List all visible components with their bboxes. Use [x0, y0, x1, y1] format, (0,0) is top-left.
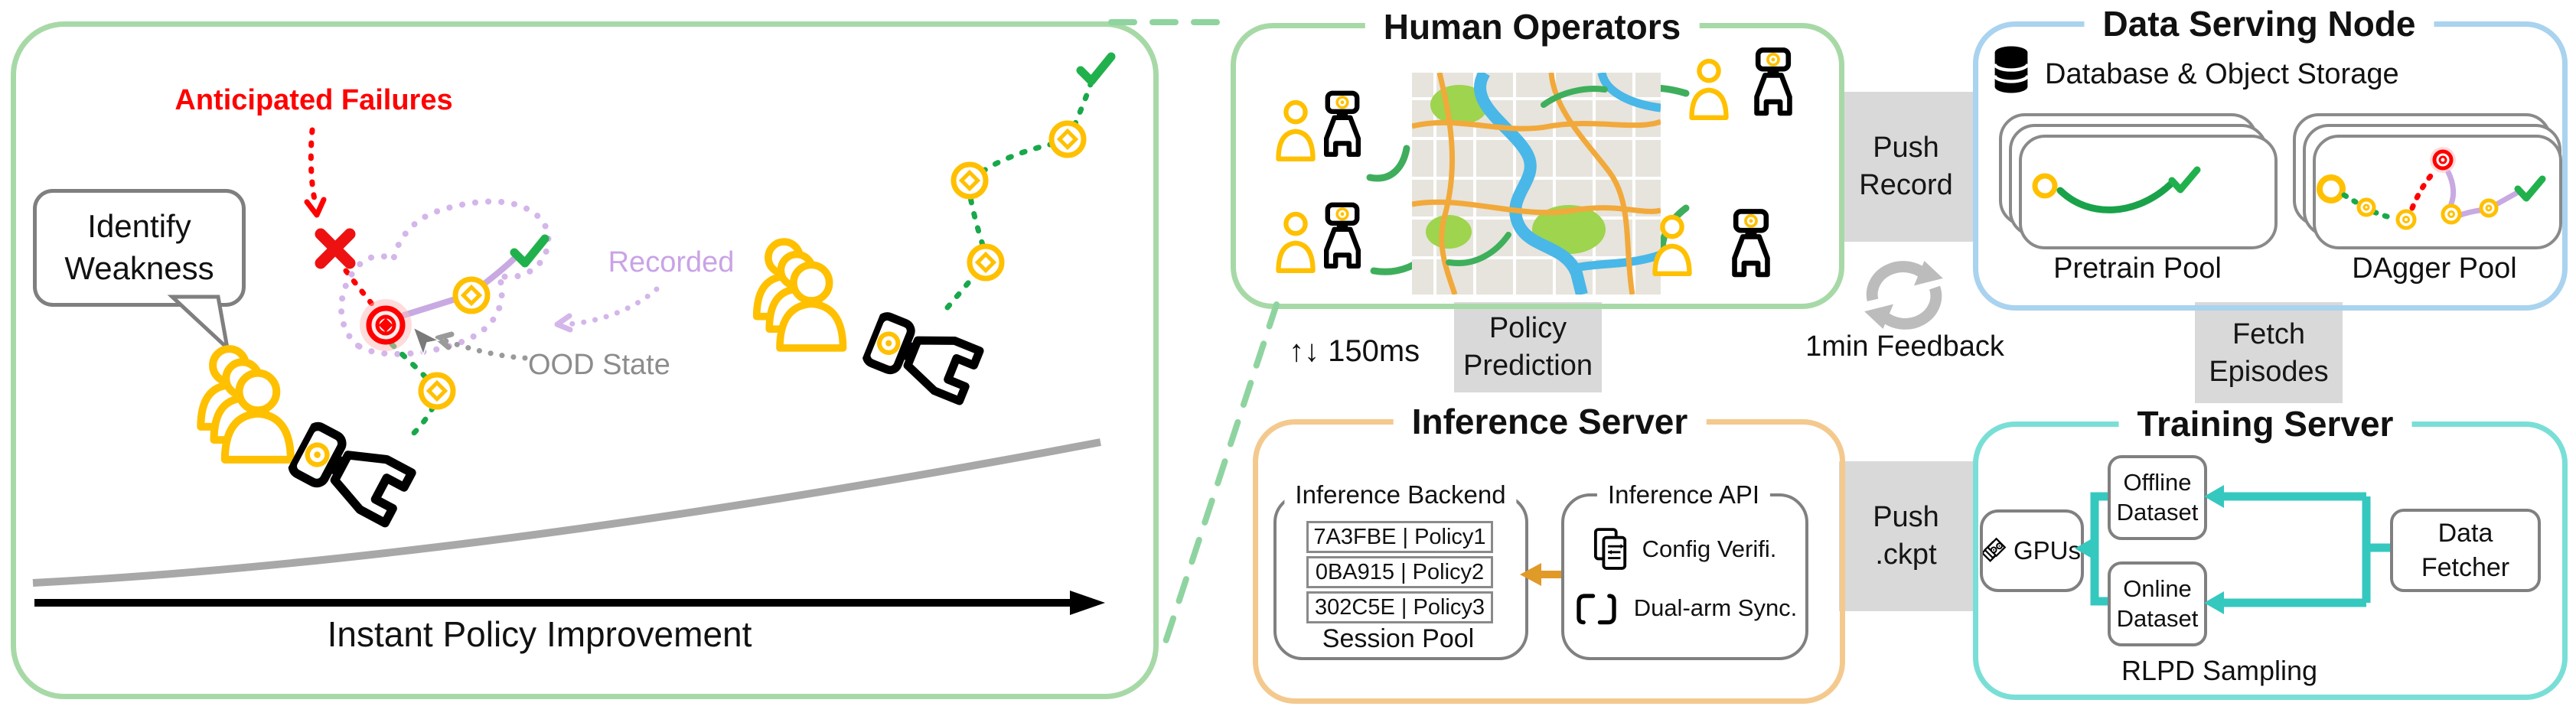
dual-arm-icon	[1577, 594, 1616, 625]
pretrain-pool-label: Pretrain Pool	[2053, 252, 2222, 285]
offline-line2: Dataset	[2116, 498, 2199, 526]
ood-state-label: OOD State	[528, 349, 670, 381]
operator-person-tr	[1689, 58, 1729, 120]
operator-robot-br	[1732, 209, 1770, 278]
online-dataset-box: Online Dataset	[2108, 561, 2207, 646]
feedback-loop-label: 1min Feedback	[1805, 330, 2004, 363]
config-verification-label: Config Verifi.	[1642, 535, 1777, 562]
robot-gripper-icon-left2	[862, 312, 984, 405]
latency-label: ↑↓ 150ms	[1289, 334, 1420, 369]
storage-label: Database & Object Storage	[2045, 58, 2399, 90]
session-pool-label: Session Pool	[1322, 624, 1475, 653]
session-chip-2: 0BA915 | Policy2	[1306, 556, 1493, 588]
operator-person-br	[1652, 214, 1692, 276]
fetcher-line2: Fetcher	[2421, 552, 2510, 582]
latency-arrows-icon: ↑↓	[1289, 334, 1319, 368]
gpu-icon	[1983, 537, 2007, 562]
gpus-label: GPUs	[2013, 536, 2081, 565]
push-ckpt-line2: .ckpt	[1875, 539, 1937, 571]
operator-person-tl	[1276, 99, 1316, 161]
operator-robot-tr	[1754, 47, 1792, 116]
data-fetcher-box: Data Fetcher	[2390, 509, 2541, 592]
fetch-episodes-connector: Fetch Episodes	[2195, 302, 2343, 405]
policy-prediction-line1: Policy	[1489, 311, 1567, 344]
push-ckpt-connector: Push .ckpt	[1839, 461, 1973, 611]
push-ckpt-line1: Push	[1873, 500, 1939, 533]
database-icon	[1993, 46, 2030, 93]
dual-arm-sync-label: Dual-arm Sync.	[1633, 594, 1798, 621]
identify-weakness-bubble: Identify Weakness	[33, 189, 246, 307]
session-chip-1: 7A3FBE | Policy1	[1306, 521, 1493, 553]
online-line2: Dataset	[2116, 604, 2199, 632]
recorded-label: Recorded	[608, 246, 735, 278]
human-operators-title: Human Operators	[1365, 6, 1700, 47]
latency-value: 150ms	[1328, 334, 1420, 368]
session-chip-3: 302C5E | Policy3	[1306, 591, 1493, 623]
dual-arm-sync-row: Dual-arm Sync.	[1573, 591, 1798, 626]
city-map	[1412, 73, 1661, 295]
data-serving-title: Data Serving Node	[2084, 3, 2434, 44]
push-record-line1: Push	[1873, 131, 1939, 164]
fetch-episodes-line1: Fetch	[2232, 317, 2306, 350]
operator-person-bl	[1276, 211, 1316, 273]
inference-server-title: Inference Server	[1393, 401, 1707, 442]
fetch-episodes-line2: Episodes	[2209, 356, 2329, 388]
dagger-pool-label: DAgger Pool	[2352, 252, 2517, 285]
inference-api-box: Config Verifi. Dual-arm Sync.	[1561, 493, 1808, 660]
config-verification-row: Config Verifi.	[1593, 528, 1777, 571]
push-record-line2: Record	[1859, 169, 1953, 201]
policy-prediction-line2: Prediction	[1463, 350, 1593, 382]
offline-line1: Offline	[2123, 468, 2192, 496]
instant-improvement-panel	[11, 21, 1159, 699]
operator-robot-bl	[1324, 202, 1361, 268]
config-doc-icon	[1593, 528, 1626, 570]
axis-label: Instant Policy Improvement	[327, 614, 752, 654]
dagger-card-front	[2313, 135, 2562, 249]
gpus-box: GPUs	[1980, 509, 2084, 592]
inference-api-title: Inference API	[1596, 480, 1771, 509]
pretrain-card-front	[2019, 135, 2278, 249]
online-line1: Online	[2123, 574, 2192, 602]
policy-prediction-connector: Policy Prediction	[1454, 302, 1602, 392]
anticipated-failures-label: Anticipated Failures	[174, 84, 453, 116]
operator-robot-tl	[1324, 90, 1361, 157]
bubble-line1: Identify	[87, 208, 191, 245]
training-server-title: Training Server	[2118, 403, 2412, 444]
fetcher-line1: Data	[2437, 519, 2493, 548]
offline-dataset-box: Offline Dataset	[2108, 455, 2207, 540]
push-record-connector: Push Record	[1839, 92, 1973, 242]
bubble-line2: Weakness	[64, 250, 214, 286]
inference-backend-title: Inference Backend	[1284, 480, 1517, 509]
refresh-loop-icon	[1864, 260, 1943, 330]
operator-crowd2-icon	[752, 238, 847, 352]
rlpd-sampling-label: RLPD Sampling	[2121, 655, 2318, 686]
